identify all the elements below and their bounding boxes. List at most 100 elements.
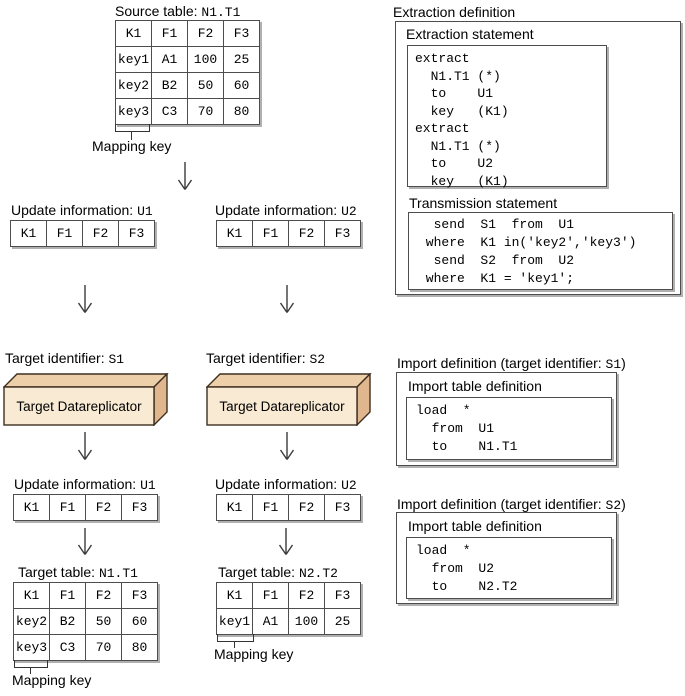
down-arrow-icon — [77, 432, 93, 460]
table-cell: F2 — [187, 20, 224, 47]
table-cell: 60 — [121, 608, 158, 635]
target-identifier-s1-title-code: S1 — [108, 352, 125, 367]
table-cell: F1 — [49, 494, 86, 521]
table-cell: K1 — [216, 220, 253, 247]
import-definition-s1-title-text: Import definition (target identifier: — [397, 355, 606, 371]
table-cell: 100 — [187, 46, 224, 73]
transmission-statement-code: send S1 from U1 where K1 in('key2','key3… — [408, 212, 673, 290]
update-info-u2-title: Update information: U2 — [215, 202, 357, 220]
table-cell: F2 — [288, 220, 325, 247]
mapping-key-label: Mapping key — [214, 646, 294, 662]
extraction-definition-title: Extraction definition — [393, 4, 516, 20]
down-arrow-icon — [279, 432, 295, 460]
table-cell: key1 — [115, 46, 152, 73]
target-table-n2t2-title-text: Target table: — [218, 564, 299, 580]
mapping-key-bracket-stem — [234, 641, 235, 648]
mapping-key-bracket — [14, 660, 48, 668]
update-info-u1-title-code: U1 — [137, 204, 153, 219]
table-cell: K1 — [10, 220, 47, 247]
table-cell: A1 — [252, 608, 289, 635]
table-cell: C3 — [49, 634, 86, 661]
target-identifier-s1-title: Target identifier: S1 — [5, 350, 125, 368]
down-arrow-icon — [77, 285, 93, 313]
extraction-statement-title: Extraction statement — [406, 26, 534, 42]
mapping-key-label: Mapping key — [92, 138, 172, 154]
source-table-title-code: N1.T1 — [201, 5, 241, 20]
table-cell: 25 — [223, 46, 260, 73]
table-cell: F2 — [85, 582, 122, 609]
target-table-n2t2-title-code: N2.T2 — [298, 566, 338, 581]
down-arrow-icon — [77, 528, 93, 555]
transmission-statement-title: Transmission statement — [409, 195, 558, 211]
import-table-code-s2: load * from U2 to N2.T2 — [406, 537, 612, 599]
update-info-u2-title-code: U2 — [341, 478, 357, 493]
update-info-u2-title-code: U2 — [341, 204, 357, 219]
table-cell: 50 — [85, 608, 122, 635]
table-cell: B2 — [49, 608, 86, 635]
import-definition-s2-title: Import definition (target identifier: S2… — [397, 496, 626, 514]
update-info-u1-title-code: U1 — [140, 478, 156, 493]
target-table-n2t2-title: Target table: N2.T2 — [218, 564, 338, 582]
table-cell: 25 — [324, 608, 361, 635]
update-info-u1-title-bottom: Update information: U1 — [14, 477, 156, 494]
table-cell: key2 — [13, 608, 50, 635]
table-cell: F1 — [49, 582, 86, 609]
table-cell: F3 — [324, 494, 361, 521]
mapping-key-bracket-stem — [131, 131, 132, 140]
import-definition-s1-title-code: S1 — [605, 357, 622, 372]
target-identifier-s2-title-code: S2 — [309, 352, 326, 367]
datareplicator-label: Target Datareplicator — [219, 398, 345, 414]
table-cell: F2 — [85, 494, 122, 521]
table-cell: F3 — [118, 220, 155, 247]
table-cell: key3 — [13, 634, 50, 661]
update-info-u1-title-text: Update information: — [11, 202, 138, 218]
table-cell: key2 — [115, 72, 152, 99]
target-identifier-s1-title-text: Target identifier: — [5, 350, 109, 366]
table-cell: C3 — [151, 98, 188, 125]
table-cell: 70 — [85, 634, 122, 661]
table-cell: 50 — [187, 72, 224, 99]
down-arrow-icon — [177, 162, 193, 190]
import-definition-s1-title-suffix: ) — [621, 355, 626, 371]
target-table-n1t1-title: Target table: N1.T1 — [18, 565, 138, 582]
target-identifier-s2-title: Target identifier: S2 — [206, 351, 326, 368]
table-cell: F2 — [288, 494, 325, 521]
source-table-title: Source table: N1.T1 — [115, 3, 241, 21]
table-cell: 100 — [288, 608, 325, 635]
down-arrow-icon — [278, 528, 294, 555]
table-cell: K1 — [115, 20, 152, 47]
mapping-key-bracket-stem — [30, 667, 31, 674]
table-cell: A1 — [151, 46, 188, 73]
import-table-definition-title-s1: Import table definition — [408, 378, 542, 394]
update-info-u1-title: Update information: U1 — [11, 202, 153, 220]
source-table-title-text: Source table: — [115, 3, 202, 19]
update-info-u2-title-text: Update information: — [215, 202, 342, 218]
import-definition-s1-title: Import definition (target identifier: S1… — [397, 355, 626, 373]
table-cell: B2 — [151, 72, 188, 99]
table-cell: F1 — [46, 220, 83, 247]
table-cell: K1 — [216, 494, 253, 521]
table-cell: F1 — [252, 494, 289, 521]
table-cell: 80 — [223, 98, 260, 125]
import-definition-s2-title-suffix: ) — [621, 496, 626, 512]
table-cell: F3 — [324, 582, 361, 609]
import-table-definition-title-s2: Import table definition — [408, 518, 542, 534]
table-cell: 60 — [223, 72, 260, 99]
table-cell: F1 — [252, 582, 289, 609]
